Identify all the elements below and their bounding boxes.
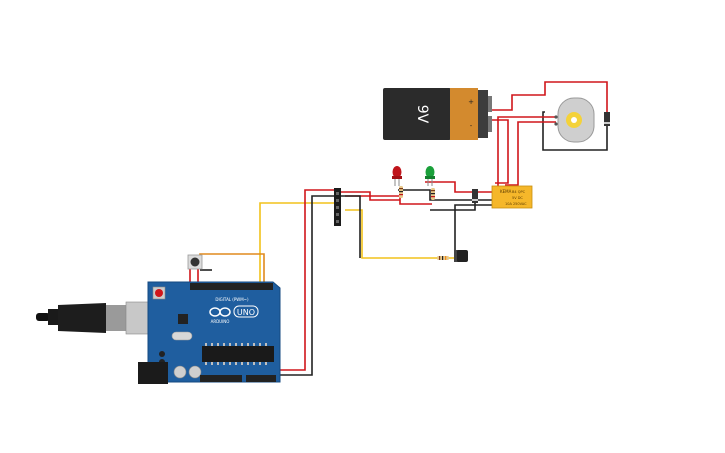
battery-minus: - <box>470 122 473 130</box>
wire-black-header-drop[interactable] <box>340 195 361 258</box>
transistor[interactable] <box>454 250 468 262</box>
wire-motor-relay-red2[interactable] <box>497 116 556 190</box>
relay-diode[interactable] <box>472 189 478 203</box>
pin-header[interactable] <box>334 188 341 226</box>
wire-motor-black[interactable] <box>542 111 608 151</box>
wire-black-gnd[interactable] <box>250 195 336 376</box>
usb-cable <box>36 301 163 335</box>
relay-label-1: KEMA <box>500 189 512 194</box>
motor-diode[interactable] <box>604 112 610 126</box>
wire-green-led[interactable] <box>345 195 432 205</box>
wire-battery-motor-red[interactable] <box>492 81 608 112</box>
arduino-logo-icon <box>209 307 231 317</box>
resistor-green-led[interactable] <box>431 188 435 200</box>
green-led[interactable] <box>425 166 435 186</box>
wire-relay-black[interactable] <box>398 189 493 201</box>
wire-yellow-transistor[interactable] <box>345 209 455 259</box>
arduino-model: UNO <box>237 308 255 317</box>
relay-label-4: 10A 250VAC <box>505 202 527 206</box>
push-button[interactable] <box>187 254 203 270</box>
arduino-digital-label: DIGITAL (PWM~) <box>215 297 249 302</box>
wire-motor-relay-red[interactable] <box>505 121 556 186</box>
wire-relay-red-top[interactable] <box>425 181 493 193</box>
relay-label-2: B4 QPC <box>512 190 526 194</box>
arduino-uno[interactable]: DIGITAL (PWM~) UNO ARDUINO <box>138 281 281 384</box>
wire-battery-relay-red[interactable] <box>490 119 509 184</box>
battery-label: 9V <box>414 105 430 124</box>
dc-motor[interactable] <box>554 97 595 143</box>
battery-plus: + <box>468 98 474 106</box>
resistor-red-led[interactable] <box>399 186 403 198</box>
relay[interactable]: KEMA B4 QPC 5V DC 10A 250VAC <box>491 185 533 209</box>
wire-transistor-black[interactable] <box>454 204 493 255</box>
red-led[interactable] <box>392 166 402 186</box>
wire-yellow[interactable] <box>259 202 336 285</box>
battery-9v[interactable]: 9V + - <box>383 88 492 140</box>
resistor-transistor[interactable] <box>437 256 449 260</box>
arduino-brand: ARDUINO <box>211 319 230 324</box>
relay-label-3: 5V DC <box>512 196 523 200</box>
